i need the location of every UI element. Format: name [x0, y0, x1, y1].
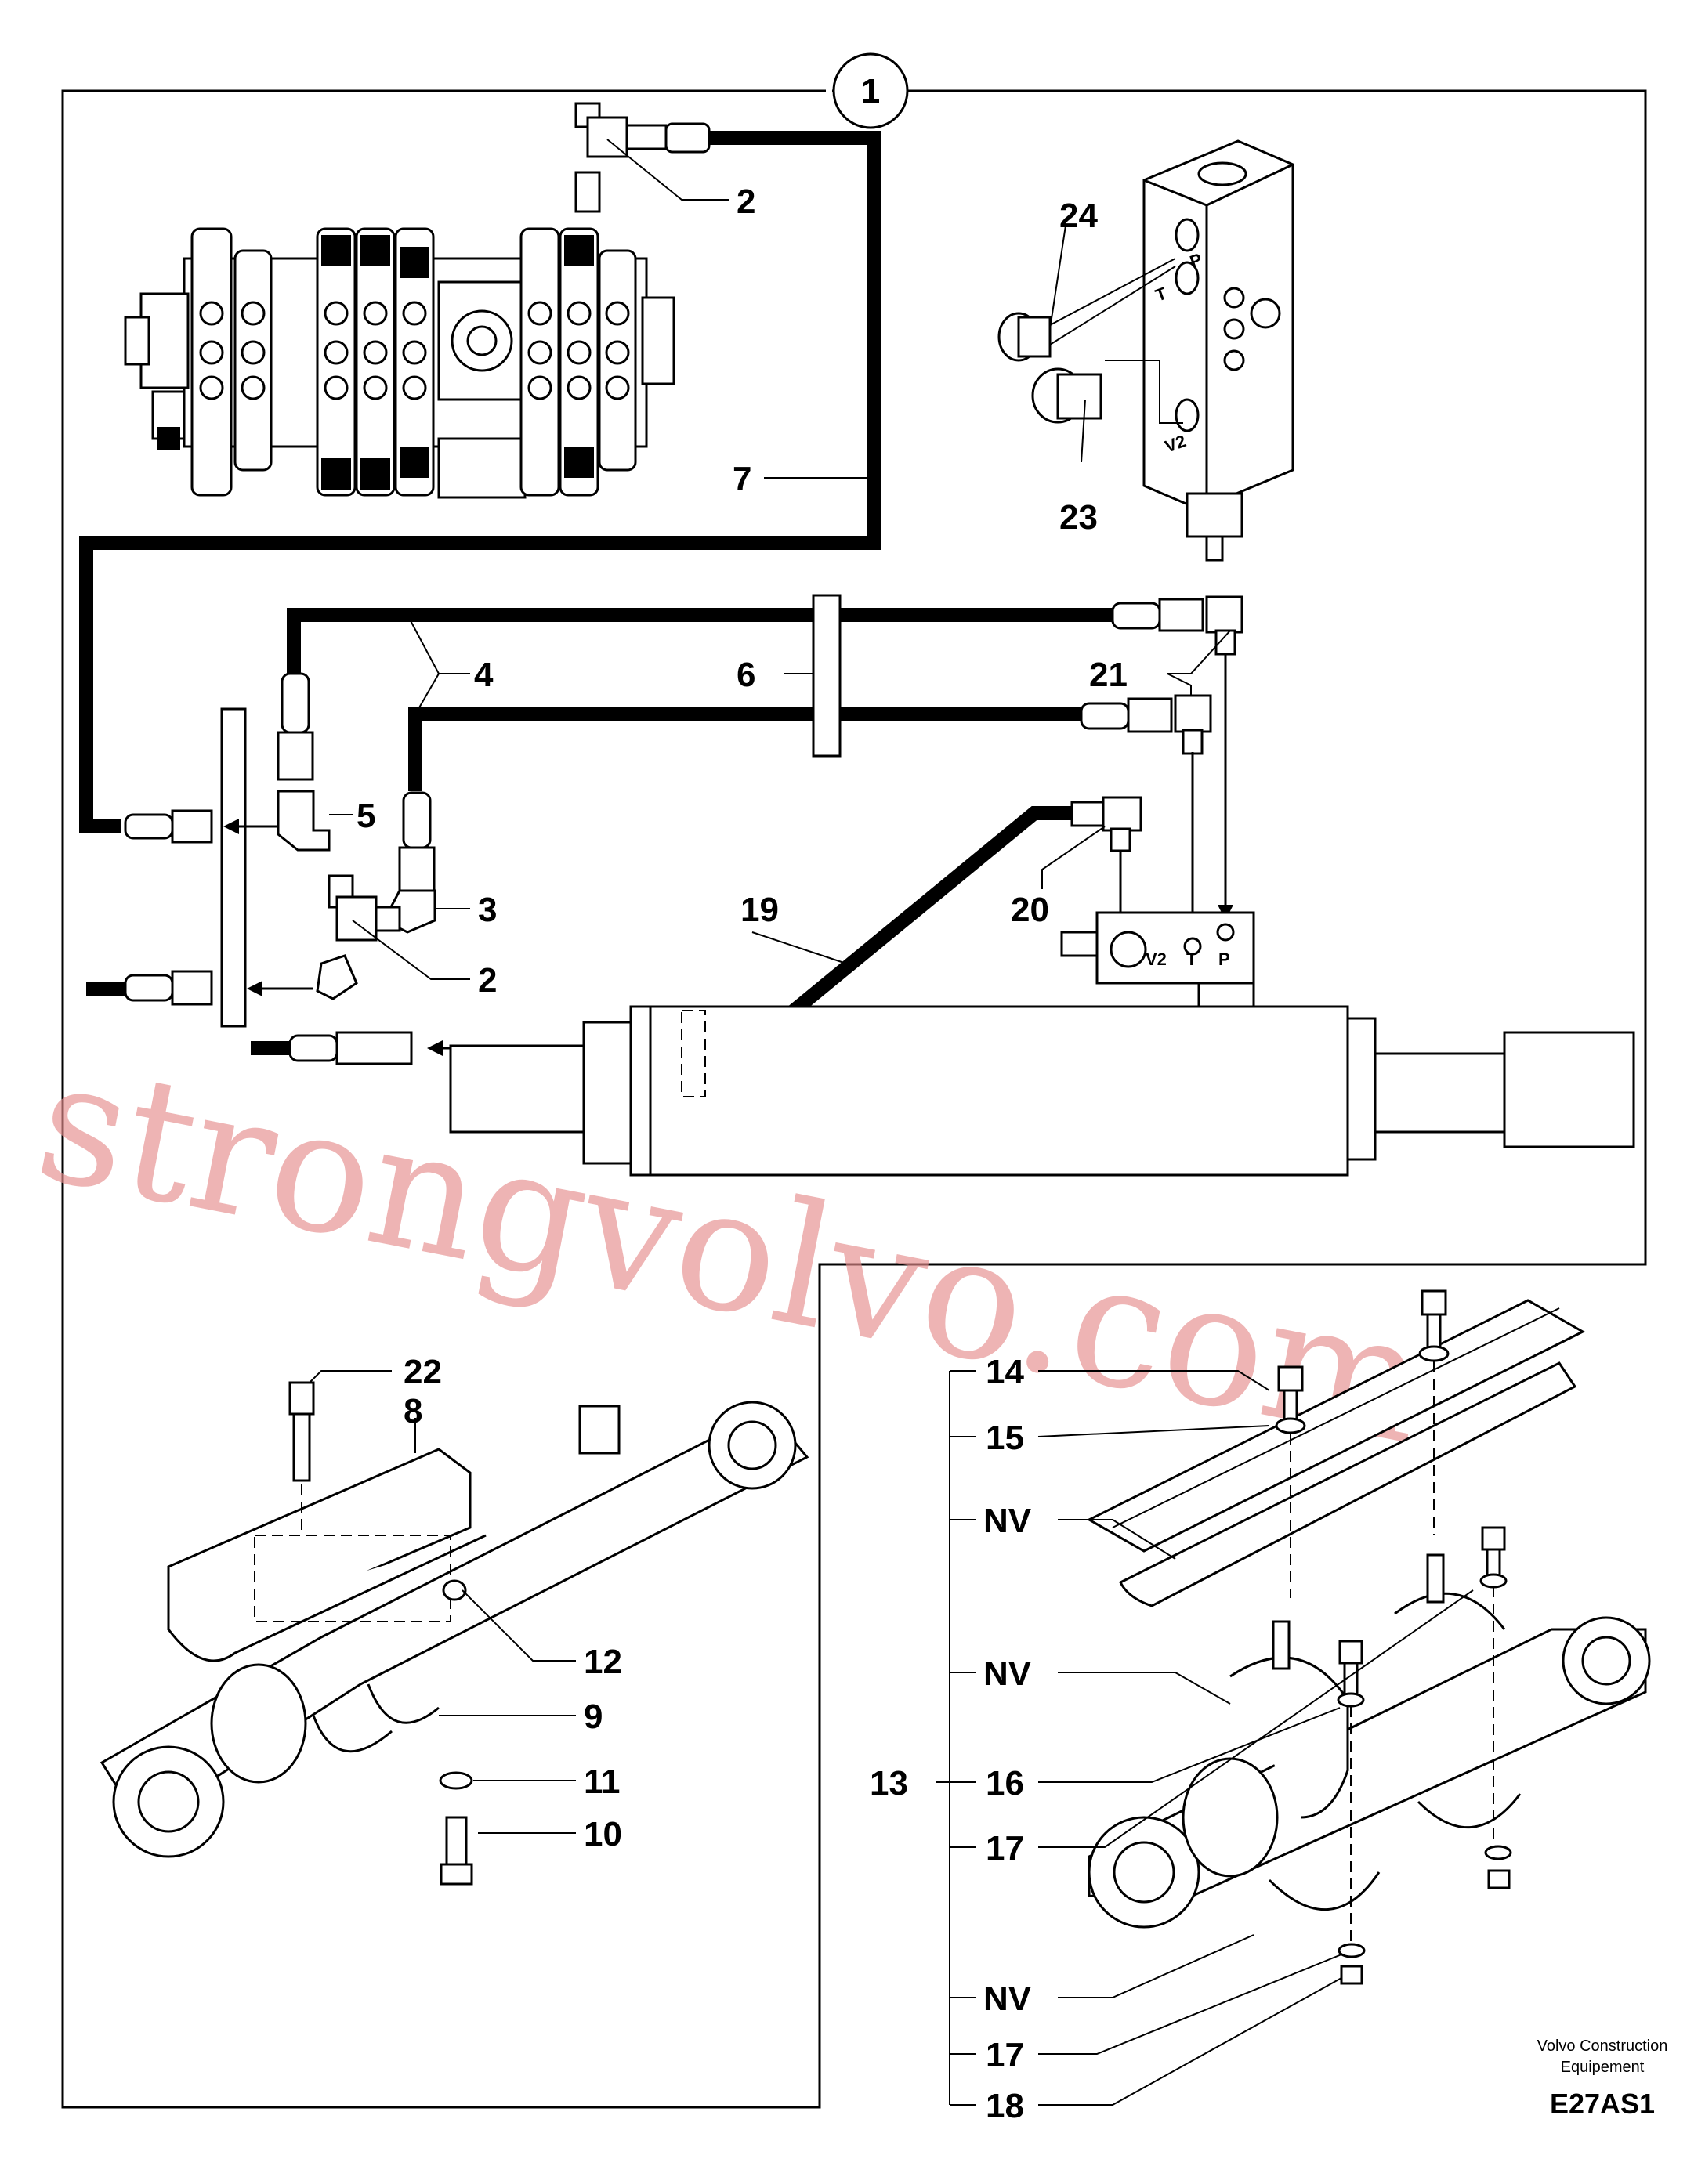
callout-9: 9 [584, 1698, 603, 1736]
callout-21: 21 [1089, 656, 1128, 694]
callout-16: 16 [986, 1764, 1024, 1803]
callout-24: 24 [1059, 197, 1098, 235]
callout-7: 7 [733, 460, 751, 498]
callout-17-b: 17 [986, 2036, 1024, 2074]
callout-20: 20 [1011, 891, 1049, 929]
callout-13: 13 [870, 1764, 908, 1803]
double-check-valve [997, 139, 1294, 562]
credit-line-1: Volvo Construction [1537, 2038, 1668, 2055]
frame-outlines: 1 [61, 52, 1647, 2109]
callout-10: 10 [584, 1815, 622, 1853]
callout-4: 4 [474, 656, 494, 694]
callout-19: 19 [740, 891, 779, 929]
hose-bracket [220, 707, 247, 1028]
hose-4-lower [408, 707, 1081, 791]
callout-15: 15 [986, 1419, 1024, 1457]
callout-11: 11 [584, 1763, 621, 1801]
detail-circle [832, 52, 909, 129]
drawing-code: E27AS1 [1550, 2088, 1655, 2120]
control-valve-bank [124, 227, 675, 499]
leader-lines [309, 139, 1474, 2106]
hose-7 [79, 131, 881, 833]
callout-nv-2: NV [983, 1654, 1032, 1693]
callout-labels: 2 24 7 23 4 6 21 5 3 20 19 2 22 8 12 9 1… [357, 183, 1128, 2125]
cylinder-with-guard-right [1086, 1289, 1651, 1985]
callout-22: 22 [404, 1353, 442, 1391]
block-port-v2: V2 [1146, 949, 1167, 969]
clamp-6 [812, 594, 842, 758]
callout-18: 18 [986, 2087, 1024, 2125]
block-port-t: T [1186, 949, 1197, 969]
detail-number: 1 [861, 72, 880, 110]
callout-2-top: 2 [737, 183, 755, 221]
callout-nv-3: NV [983, 1980, 1032, 2018]
callout-12: 12 [584, 1643, 622, 1681]
callout-6: 6 [737, 656, 755, 694]
hose-4-upper [287, 608, 1113, 674]
callout-3: 3 [478, 891, 497, 929]
offset-cylinder [449, 911, 1635, 1177]
callout-nv-1: NV [983, 1502, 1032, 1540]
callout-5: 5 [357, 797, 375, 835]
callout-17-a: 17 [986, 1829, 1024, 1868]
callout-8: 8 [404, 1392, 422, 1430]
callout-14: 14 [986, 1353, 1024, 1391]
fittings [124, 102, 1243, 1065]
cylinder-with-bracket-left [100, 1381, 809, 1886]
block-port-p: P [1218, 949, 1230, 969]
credit-line-2: Equipement [1561, 2059, 1645, 2076]
callout-23: 23 [1059, 498, 1098, 537]
callout-2-mid: 2 [478, 961, 497, 1000]
